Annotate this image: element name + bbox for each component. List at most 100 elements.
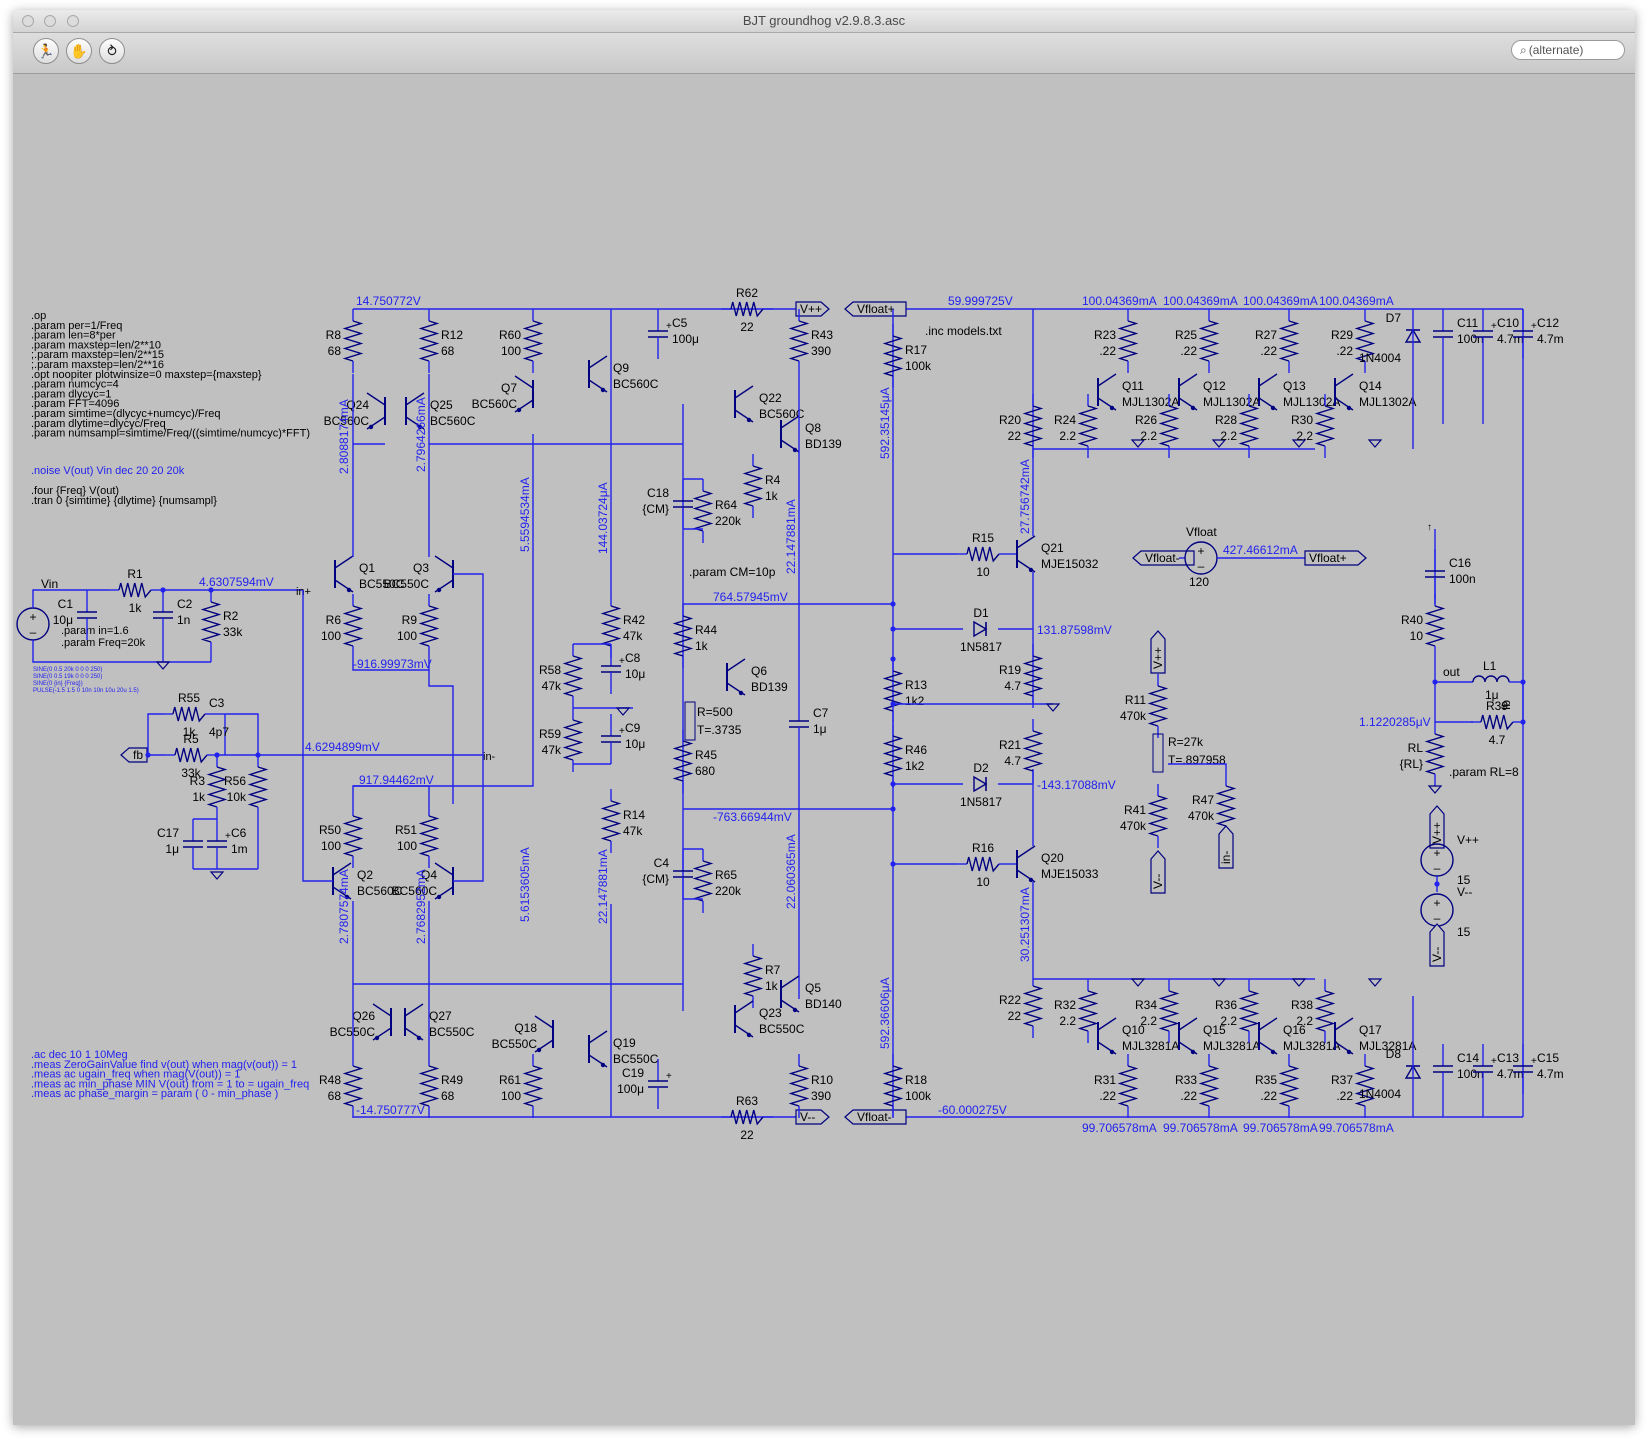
node-voltage: -143.17088mV	[1037, 778, 1116, 792]
component-name: V--	[1457, 885, 1472, 899]
component-name: R17	[905, 343, 927, 357]
component-value: 4.7m	[1537, 332, 1564, 346]
component-value: 10	[1410, 629, 1424, 643]
source-comment: PULSE(-1.5 1.5 0 10n 10n 10u 20u 1.5)	[33, 688, 139, 694]
transistor-collector	[734, 1000, 754, 1014]
resistor-symbol	[1147, 795, 1169, 837]
component-name: C16	[1449, 556, 1471, 570]
node-voltage: 4.6307594mV	[199, 575, 274, 589]
spice-directive: .param FFT=4096	[31, 398, 119, 410]
polarity-mark: +	[1491, 321, 1497, 332]
transistor-collector	[404, 1003, 424, 1017]
minimize-button[interactable]	[44, 15, 57, 27]
wire	[302, 590, 333, 882]
component-value: 1N4004	[1359, 1087, 1401, 1101]
component-value: 220k	[715, 884, 742, 898]
run-button[interactable]: 🏃	[33, 38, 59, 64]
polarity-mark: +	[225, 831, 231, 842]
ground-symbol	[1291, 978, 1307, 987]
component-value: 4.7m	[1497, 332, 1524, 346]
net-label: Vfloat+	[1309, 551, 1347, 565]
resistor-symbol	[522, 1065, 544, 1107]
transistor-arrow	[516, 407, 522, 413]
transistor-collector	[734, 385, 754, 399]
component-name: C10	[1497, 316, 1519, 330]
resistor-symbol	[882, 1065, 904, 1107]
component-name: Q14	[1359, 379, 1382, 393]
component-name: Q1	[359, 561, 375, 575]
branch-current: 592.36606μA	[878, 977, 892, 1049]
component-name: R40	[1401, 613, 1423, 627]
arrow: ↑	[1427, 522, 1432, 533]
component-value: 1k2	[905, 759, 925, 773]
component-name: Q24	[346, 398, 369, 412]
resistor-symbol	[966, 856, 1000, 873]
component-value: 470k	[1188, 809, 1215, 823]
polarity-mark: +	[666, 321, 672, 332]
component-value: 100	[501, 344, 521, 358]
component-name: R59	[539, 727, 561, 741]
component-value: 68	[441, 1089, 455, 1103]
wire	[32, 640, 211, 663]
spice-directive: .meas ac min_phase MIN V(out) from = 1 t…	[31, 1078, 309, 1090]
component-name: R2	[223, 609, 239, 623]
component-name: R28	[1215, 413, 1237, 427]
transistor-arrow	[1270, 405, 1276, 411]
polarity-mark: +	[619, 656, 625, 667]
component-value: 1n	[177, 613, 190, 627]
component-value: 120	[1189, 575, 1209, 589]
branch-current: 100.04369mA	[1163, 294, 1238, 308]
probe-button[interactable]: ⥁	[99, 38, 125, 64]
hand-icon: ✋	[70, 43, 88, 59]
branch-current: 100.04369mA	[1319, 294, 1394, 308]
component-value: 22	[740, 320, 754, 334]
resistor-symbol	[788, 1065, 810, 1107]
spice-directive: .param numsampl=simtime/Freq/((simtime/n…	[31, 428, 310, 440]
component-name: D2	[973, 761, 989, 775]
component-name: Q3	[413, 561, 429, 575]
component-value: R=500	[697, 705, 733, 719]
component-value: 1k	[129, 601, 143, 615]
close-button[interactable]	[22, 15, 34, 27]
resistor-symbol	[1117, 320, 1139, 362]
component-value: 100n	[1457, 1067, 1484, 1081]
component-value: 100k	[905, 359, 932, 373]
transistor-collector	[1258, 1017, 1278, 1031]
component-name: R30	[1291, 413, 1313, 427]
schematic[interactable]: 14.750772V-14.750777V59.999725V-60.00027…	[13, 74, 1635, 1425]
resistor-symbol	[1117, 1065, 1139, 1107]
spice-directive: .tran 0 {simtime} {dlytime} {numsampl}	[31, 495, 217, 507]
halt-button[interactable]: ✋	[66, 38, 92, 64]
component-name: Q19	[613, 1036, 636, 1050]
component-value: 1N5817	[960, 795, 1002, 809]
component-value: 1k	[765, 979, 779, 993]
search-field[interactable]: ⌕(alternate)	[1511, 40, 1625, 60]
component-name: R50	[319, 823, 341, 837]
net-label: V++	[1430, 822, 1444, 844]
component-value: 68	[441, 344, 455, 358]
transistor-arrow	[416, 1035, 422, 1041]
component-value: 2.2	[1220, 1014, 1237, 1028]
component-value: 10	[976, 875, 990, 889]
component-name: R20	[999, 413, 1021, 427]
component-value: 1μ	[1485, 688, 1499, 702]
component-name: R42	[623, 613, 645, 627]
resistor-symbol	[418, 320, 440, 362]
polarity-mark: –	[1198, 559, 1205, 573]
node-voltage: -763.66944mV	[713, 810, 792, 824]
component-value: BC560C	[357, 884, 403, 898]
component-name: R45	[695, 748, 717, 762]
potentiometer	[684, 701, 696, 741]
component-name: R10	[811, 1073, 833, 1087]
junction-dot	[255, 752, 261, 758]
node-voltage: 917.94462mV	[359, 773, 434, 787]
transistor-collector	[434, 862, 454, 876]
toolbar: 🏃 ✋ ⥁ ⌕(alternate)	[13, 33, 1635, 74]
component-name: R48	[319, 1073, 341, 1087]
transistor-arrow	[417, 424, 423, 430]
zoom-button[interactable]	[66, 15, 79, 27]
net-flag	[844, 301, 907, 317]
component-value: .22	[1260, 1089, 1277, 1103]
component-value: MJL3281A	[1122, 1039, 1179, 1053]
